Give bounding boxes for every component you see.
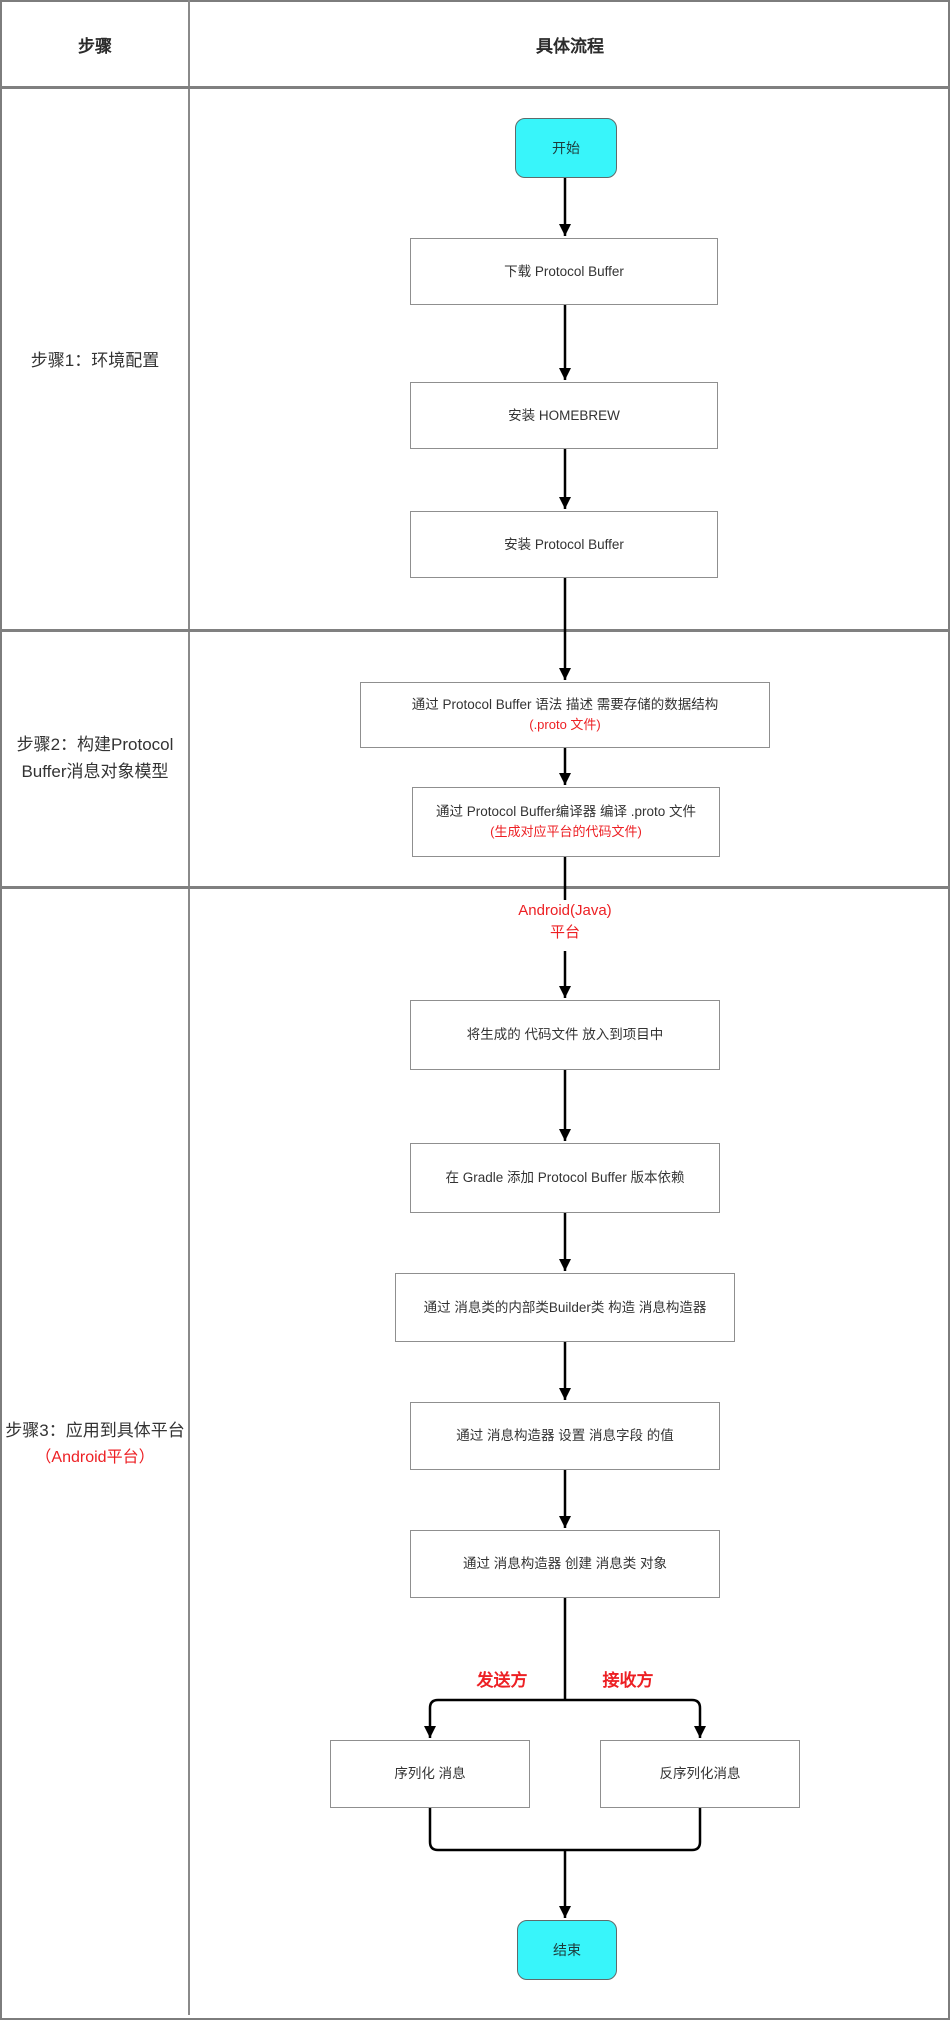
process-node-add-code-to-project: 将生成的 代码文件 放入到项目中 [410, 1000, 720, 1070]
start-node: 开始 [515, 118, 617, 178]
row-divider-1 [0, 629, 950, 632]
header-steps-column: 步骤 [78, 36, 112, 56]
node-text: 通过 消息构造器 创建 消息类 对象 [462, 1556, 667, 1571]
column-divider [188, 0, 190, 2015]
process-node-gradle-dependency: 在 Gradle 添加 Protocol Buffer 版本依赖 [410, 1143, 720, 1213]
step1-label: 步骤1：环境配置 [4, 347, 186, 374]
step2-label: 步骤2：构建Protocol Buffer消息对象模型 [4, 731, 186, 785]
step3-platform-note: （Android平台） [35, 1449, 155, 1466]
node-text: 在 Gradle 添加 Protocol Buffer 版本依赖 [445, 1170, 685, 1185]
process-node-deserialize-message: 反序列化消息 [600, 1740, 800, 1808]
node-text: 通过 消息构造器 设置 消息字段 的值 [456, 1428, 674, 1443]
node-subtext: (.proto 文件) [529, 717, 601, 732]
header-divider [0, 86, 950, 89]
node-text: 反序列化消息 [659, 1766, 741, 1781]
node-text: 序列化 消息 [394, 1766, 466, 1781]
node-subtext: (生成对应平台的代码文件) [490, 824, 642, 839]
row-divider-2 [0, 886, 950, 889]
step1-label-text: 步骤1：环境配置 [30, 351, 160, 370]
step2-label-text: 步骤2：构建Protocol Buffer消息对象模型 [16, 735, 174, 781]
node-text: 下载 Protocol Buffer [504, 263, 624, 279]
platform-annotation: Android(Java) 平台 [490, 900, 640, 944]
process-node-set-field-values: 通过 消息构造器 设置 消息字段 的值 [410, 1402, 720, 1470]
sender-annotation: 发送方 [460, 1666, 544, 1691]
process-node-describe-data-structure: 通过 Protocol Buffer 语法 描述 需要存储的数据结构 (.pro… [360, 682, 770, 748]
end-node: 结束 [517, 1920, 617, 1980]
node-text: 通过 Protocol Buffer编译器 编译 .proto 文件 [435, 804, 697, 819]
process-node-create-message-object: 通过 消息构造器 创建 消息类 对象 [410, 1530, 720, 1598]
platform-annotation-line1: Android(Java) [518, 902, 612, 919]
node-text: 通过 Protocol Buffer 语法 描述 需要存储的数据结构 [411, 697, 719, 712]
process-node-builder-class: 通过 消息类的内部类Builder类 构造 消息构造器 [395, 1273, 735, 1342]
node-text: 安装 Protocol Buffer [504, 536, 624, 552]
process-node-serialize-message: 序列化 消息 [330, 1740, 530, 1808]
node-text: 将生成的 代码文件 放入到项目中 [466, 1027, 664, 1042]
header-process-column: 具体流程 [536, 36, 604, 56]
process-node-install-homebrew: 安装 HOMEBREW [410, 382, 718, 449]
node-text: 通过 消息类的内部类Builder类 构造 消息构造器 [423, 1299, 707, 1315]
step3-label: 步骤3：应用到具体平台 （Android平台） [4, 1417, 186, 1471]
receiver-annotation: 接收方 [586, 1666, 670, 1691]
process-node-install-protobuf: 安装 Protocol Buffer [410, 511, 718, 578]
node-text: 安装 HOMEBREW [508, 407, 620, 423]
process-node-download-protobuf: 下载 Protocol Buffer [410, 238, 718, 305]
step3-label-text: 步骤3：应用到具体平台 [5, 1421, 185, 1440]
process-node-compile-proto: 通过 Protocol Buffer编译器 编译 .proto 文件 (生成对应… [412, 787, 720, 857]
platform-annotation-line2: 平台 [549, 924, 580, 941]
